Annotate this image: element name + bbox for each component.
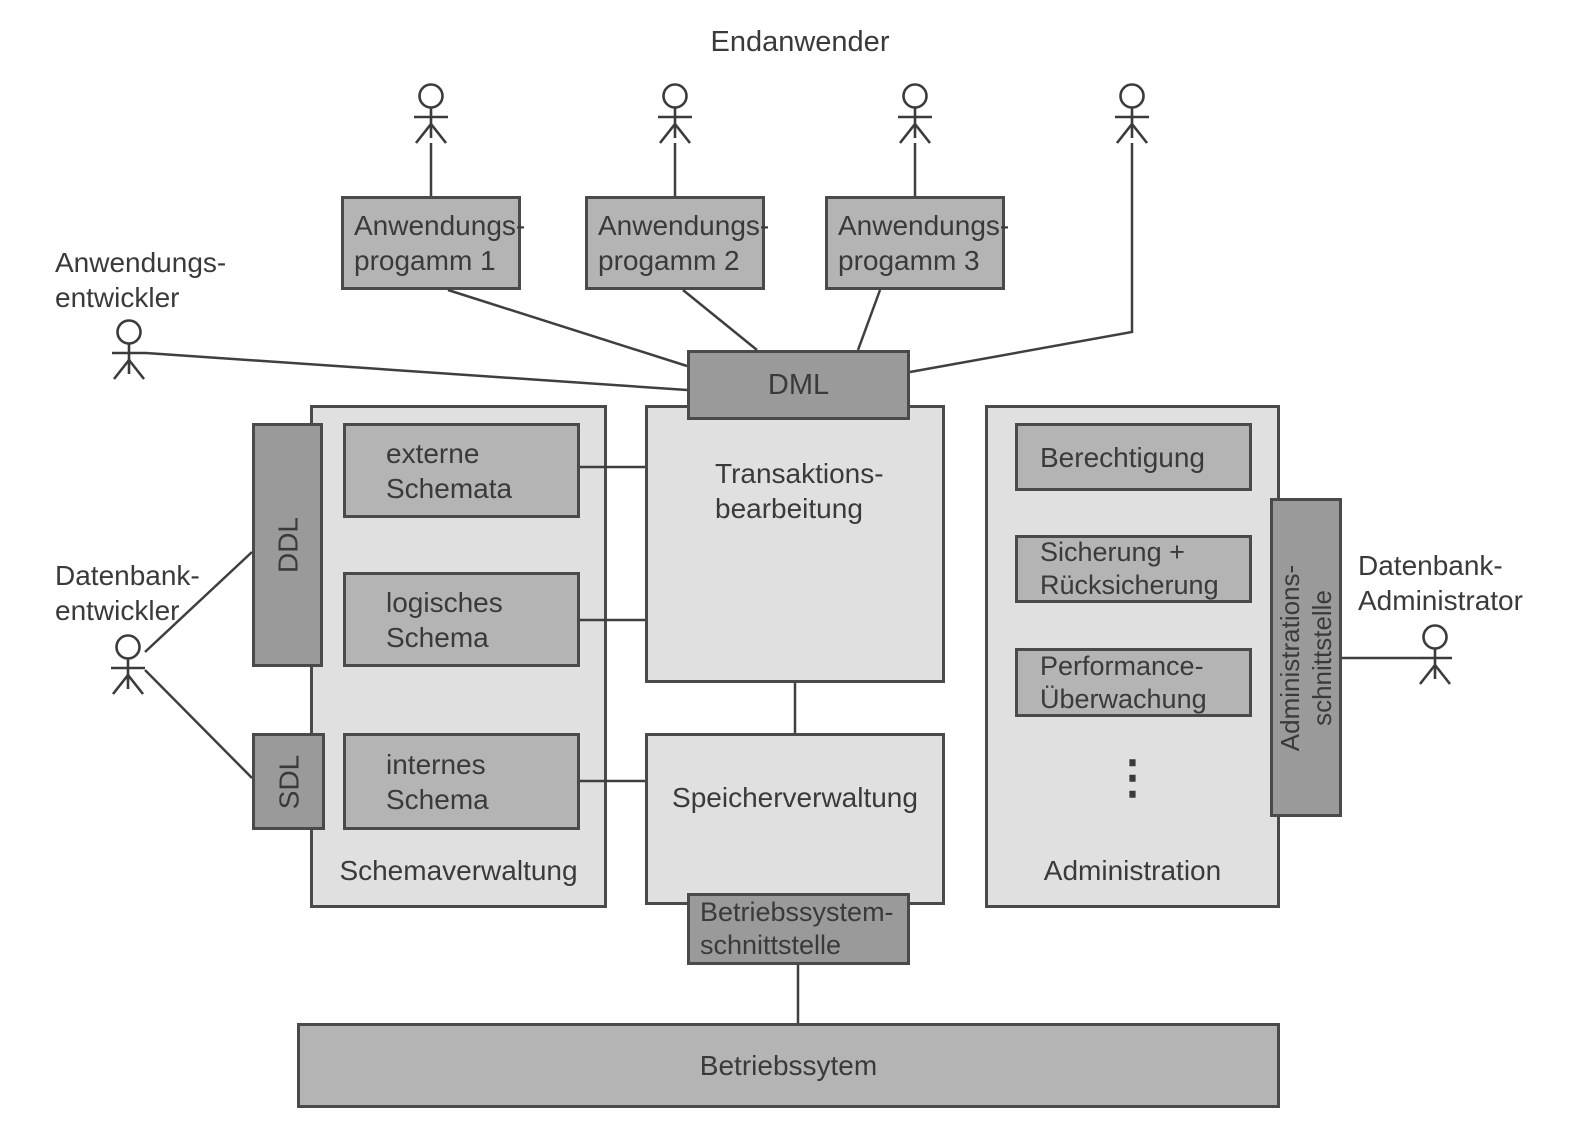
user-icon-endanwender-1 xyxy=(412,83,450,145)
box-sdl-label: SDL xyxy=(273,754,304,809)
box-anwendungsprogramm-1-line2: progamm 1 xyxy=(354,245,496,276)
box-dml-label: DML xyxy=(767,368,830,401)
vertical-ellipsis-icon: ⋮ xyxy=(1109,751,1156,803)
box-betriebssystem-schnittstelle-line2: schnittstelle xyxy=(700,930,842,960)
box-internes-schema-line2: Schema xyxy=(386,783,489,815)
box-performance-line1: Performance- xyxy=(1040,650,1204,681)
box-betriebssystem: Betriebssytem xyxy=(297,1023,1280,1108)
label-datenbankentwickler: Datenbank- entwickler xyxy=(55,558,200,628)
box-dml: DML xyxy=(687,350,910,420)
box-administrations-schnittstelle-line2: schnittstelle xyxy=(1307,589,1337,726)
box-berechtigung: Berechtigung xyxy=(1015,423,1252,491)
box-anwendungsprogramm-3: Anwendungs- progamm 3 xyxy=(825,196,1010,290)
label-datenbank-administrator-line1: Datenbank- xyxy=(1358,550,1503,581)
box-betriebssystem-schnittstelle: Betriebssystem- schnittstelle xyxy=(687,893,910,965)
box-berechtigung-label: Berechtigung xyxy=(1040,441,1206,473)
box-logisches-schema-line2: Schema xyxy=(386,621,489,653)
user-icon-endanwender-4 xyxy=(1113,83,1151,145)
box-performance-line2: Überwachung xyxy=(1040,683,1207,714)
box-internes-schema: internes Schema xyxy=(343,733,580,830)
box-sicherung-line1: Sicherung + xyxy=(1040,537,1185,567)
box-externe-schemata-line1: externe xyxy=(386,437,480,469)
box-externe-schemata-line2: Schemata xyxy=(386,472,513,504)
box-administrations-schnittstelle-line1: Administrations- xyxy=(1275,564,1305,751)
box-transaktionsbearbeitung-line1: Transaktions- xyxy=(715,458,884,489)
box-sicherung-line2: Rücksicherung xyxy=(1040,570,1219,600)
box-ddl: DDL xyxy=(252,423,323,667)
box-externe-schemata: externe Schemata xyxy=(343,423,580,518)
label-anwendungsentwickler-line2: entwickler xyxy=(55,282,180,313)
label-datenbankentwickler-line2: entwickler xyxy=(55,595,180,626)
user-icon-datenbank-administrator xyxy=(1416,624,1454,686)
box-logisches-schema: logisches Schema xyxy=(343,572,580,667)
box-sicherung-ruecksicherung: Sicherung + Rücksicherung xyxy=(1015,535,1252,603)
box-transaktionsbearbeitung-line2: bearbeitung xyxy=(715,493,863,524)
box-anwendungsprogramm-3-line1: Anwendungs- xyxy=(838,210,1010,241)
label-administration: Administration xyxy=(1043,855,1222,886)
box-speicherverwaltung-label: Speicherverwaltung xyxy=(672,781,918,813)
diagram-title: Endanwender xyxy=(710,26,890,58)
box-sdl: SDL xyxy=(252,733,325,830)
label-datenbankentwickler-line1: Datenbank- xyxy=(55,560,200,591)
box-anwendungsprogramm-2-line1: Anwendungs- xyxy=(598,210,770,241)
label-schemaverwaltung: Schemaverwaltung xyxy=(339,855,578,886)
box-administrations-schnittstelle-label: Administrations- schnittstelle xyxy=(1274,564,1338,750)
user-icon-endanwender-2 xyxy=(656,83,694,145)
label-anwendungsentwickler-line1: Anwendungs- xyxy=(55,247,227,278)
label-anwendungsentwickler: Anwendungs- entwickler xyxy=(55,245,226,315)
box-anwendungsprogramm-1-line1: Anwendungs- xyxy=(354,210,526,241)
box-administrations-schnittstelle: Administrations- schnittstelle xyxy=(1270,498,1342,817)
box-logisches-schema-line1: logisches xyxy=(386,586,503,618)
box-speicherverwaltung: Speicherverwaltung xyxy=(645,733,945,905)
box-transaktionsbearbeitung: Transaktions- bearbeitung xyxy=(645,405,945,683)
box-anwendungsprogramm-2: Anwendungs- progamm 2 xyxy=(585,196,770,290)
user-icon-endanwender-3 xyxy=(896,83,934,145)
label-datenbank-administrator-line2: Administrator xyxy=(1358,585,1523,616)
box-anwendungsprogramm-1: Anwendungs- progamm 1 xyxy=(341,196,526,290)
user-icon-datenbankentwickler xyxy=(109,634,147,696)
user-icon-anwendungsentwickler xyxy=(110,319,148,381)
box-betriebssystem-schnittstelle-line1: Betriebssystem- xyxy=(700,897,894,927)
label-datenbank-administrator: Datenbank- Administrator xyxy=(1358,548,1523,618)
box-ddl-label: DDL xyxy=(272,516,303,574)
box-anwendungsprogramm-3-line2: progamm 3 xyxy=(838,245,980,276)
box-anwendungsprogramm-2-line2: progamm 2 xyxy=(598,245,740,276)
box-performance-ueberwachung: Performance- Überwachung xyxy=(1015,648,1252,717)
box-internes-schema-line1: internes xyxy=(386,748,486,780)
box-betriebssystem-label: Betriebssytem xyxy=(699,1050,878,1081)
